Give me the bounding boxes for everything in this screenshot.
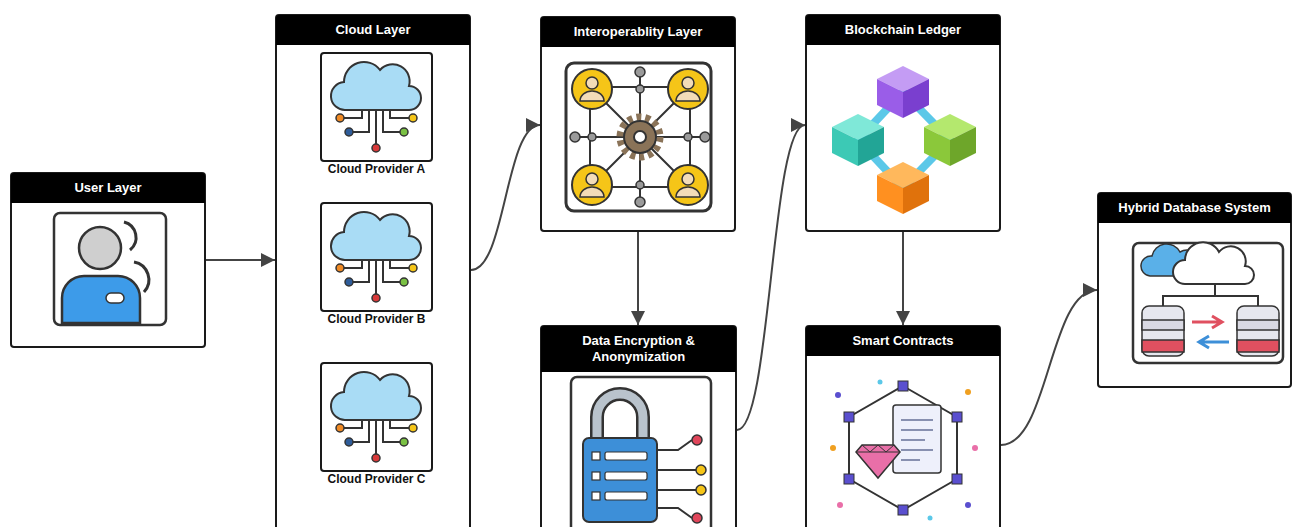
contract-icon bbox=[830, 380, 978, 521]
label-holder: Cloud Provider A bbox=[326, 162, 428, 176]
cloud-icon bbox=[331, 62, 421, 152]
layer-header: Cloud Layer bbox=[276, 15, 470, 45]
connector-arrow bbox=[637, 232, 639, 325]
label-holder: Cloud Provider C bbox=[325, 472, 427, 486]
layer-box: Smart Contracts bbox=[805, 325, 1001, 527]
provider-label: Cloud Provider A bbox=[326, 162, 428, 176]
layer-header: Data Encryption & Anonymization bbox=[541, 326, 736, 372]
user-icon bbox=[54, 213, 166, 325]
provider-box: Cloud Provider C bbox=[320, 362, 433, 472]
provider-box: Cloud Provider A bbox=[320, 52, 433, 162]
layer-box: Hybrid Database System bbox=[1097, 192, 1292, 388]
layer-box: Data Encryption & Anonymization bbox=[540, 325, 737, 527]
layer-box: Blockchain Ledger bbox=[805, 14, 1001, 232]
layer-header: Interoperablity Layer bbox=[541, 17, 735, 47]
layer-header: User Layer bbox=[11, 173, 205, 203]
provider-box: Cloud Provider B bbox=[320, 202, 433, 312]
provider-label: Cloud Provider C bbox=[325, 472, 427, 486]
database-icon bbox=[1133, 242, 1283, 363]
connector-arrow bbox=[206, 259, 275, 261]
connector-arrow bbox=[737, 125, 805, 430]
connector-arrow bbox=[1001, 290, 1097, 445]
lock-icon bbox=[571, 377, 711, 527]
cloud-icon bbox=[331, 212, 421, 302]
connector-arrow bbox=[471, 125, 540, 270]
network-icon bbox=[566, 63, 711, 211]
layer-header: Hybrid Database System bbox=[1098, 193, 1291, 223]
connector-arrow bbox=[902, 232, 904, 325]
cloud-icon bbox=[331, 372, 421, 462]
provider-label: Cloud Provider B bbox=[325, 312, 427, 326]
blockchain-cubes bbox=[832, 66, 976, 214]
label-holder: Cloud Provider B bbox=[325, 312, 427, 326]
layer-header: Smart Contracts bbox=[806, 326, 1000, 356]
layer-box: User Layer bbox=[10, 172, 206, 348]
layer-header: Blockchain Ledger bbox=[806, 15, 1000, 45]
layer-box: Cloud LayerCloud Provider ACloud Provide… bbox=[275, 14, 471, 527]
layer-box: Interoperablity Layer bbox=[540, 16, 736, 232]
